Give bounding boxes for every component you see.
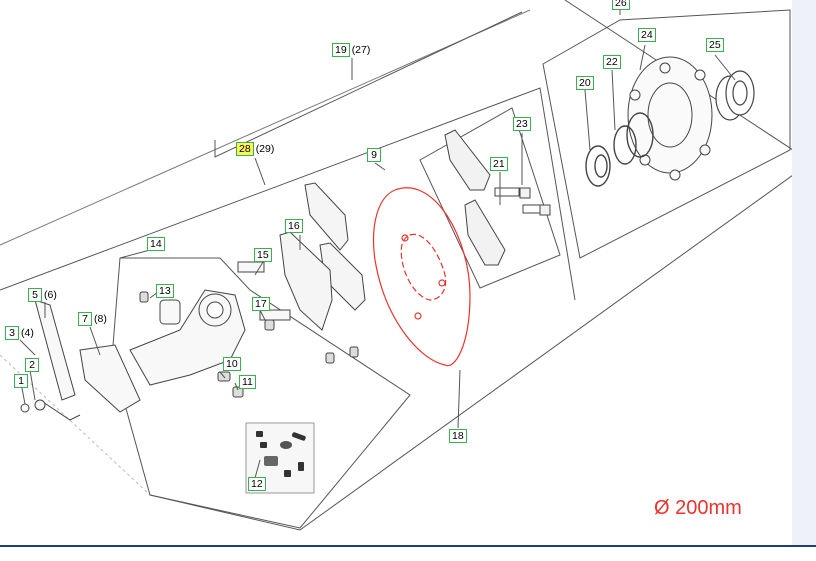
callout-7[interactable]: 7(8): [78, 312, 107, 326]
callout-10[interactable]: 10: [223, 357, 243, 371]
callout-12[interactable]: 12: [248, 477, 268, 491]
bottom-status-bar: [0, 545, 816, 561]
callout-15[interactable]: 15: [254, 248, 274, 262]
brake-disc: [372, 187, 471, 367]
callout-28[interactable]: 28(29): [236, 142, 274, 156]
callout-19[interactable]: 19(27): [332, 43, 370, 57]
callout-14[interactable]: 14: [147, 237, 167, 251]
brake-lever: [20, 299, 141, 421]
callout-5[interactable]: 5(6): [28, 288, 57, 302]
callout-24[interactable]: 24: [638, 28, 658, 42]
callout-20[interactable]: 20: [576, 76, 596, 90]
callout-9[interactable]: 9: [367, 148, 383, 162]
callout-22[interactable]: 22: [603, 55, 623, 69]
callout-1[interactable]: 1: [14, 374, 30, 388]
callout-2[interactable]: 2: [25, 358, 41, 372]
callout-3[interactable]: 3(4): [5, 326, 34, 340]
wheel-hub: [627, 56, 713, 181]
callout-11[interactable]: 11: [239, 375, 258, 389]
callout-25[interactable]: 25: [706, 38, 726, 52]
fasteners: [139, 291, 359, 398]
exploded-parts-drawing: [0, 0, 792, 531]
pad-subassembly-box: [419, 107, 561, 289]
callout-23[interactable]: 23: [513, 117, 533, 131]
right-margin-strip: [792, 0, 816, 545]
caliper-brackets: [279, 182, 366, 331]
caliper-body: [129, 261, 291, 386]
hub-subassembly-box: [542, 9, 791, 259]
seal-kit-parts: [256, 431, 306, 477]
disc-diameter-label: Ø 200mm: [654, 497, 742, 519]
leader-lines: [19, 10, 736, 479]
callout-13[interactable]: 13: [156, 284, 176, 298]
assembly-outline: [0, 0, 792, 531]
hub-seals: [585, 112, 654, 187]
callout-26[interactable]: 26: [612, 0, 632, 10]
callout-16[interactable]: 16: [285, 219, 305, 233]
brake-pads: [444, 129, 551, 266]
callout-21[interactable]: 21: [490, 157, 510, 171]
hub-bearing: [715, 70, 755, 121]
callout-17[interactable]: 17: [252, 297, 272, 311]
callout-18[interactable]: 18: [449, 429, 469, 443]
